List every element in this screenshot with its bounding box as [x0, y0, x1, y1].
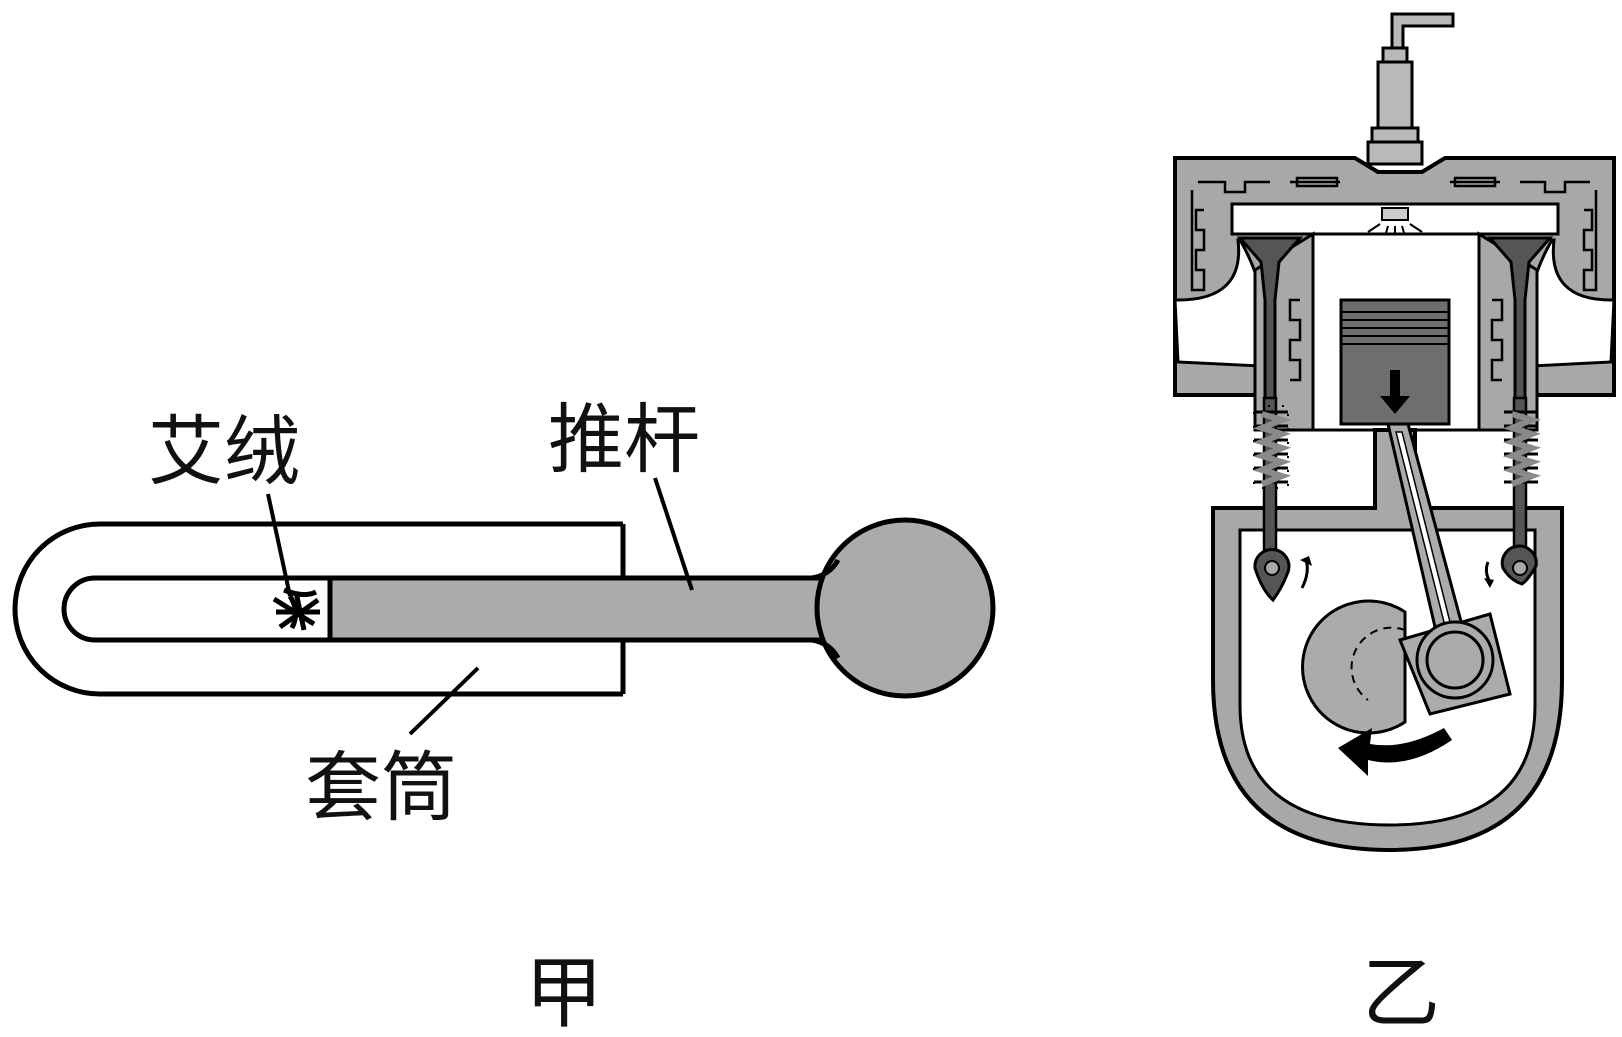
- rotation-arrow: [1338, 728, 1452, 776]
- fire-syringe-figure: 艾绒 推杆 套筒 甲: [12, 395, 996, 1037]
- push-rod-leader-line: [653, 477, 694, 591]
- moxa-tuft: [272, 587, 320, 631]
- exhaust-valve: [1486, 236, 1554, 560]
- sleeve-inner-bore: [61, 575, 330, 643]
- push-rod-knob-fillet: [811, 558, 841, 581]
- head-cooling-passages: [1190, 176, 1598, 292]
- push-rod: [327, 575, 833, 643]
- push-rod-knob-fillet-lower: [811, 637, 841, 660]
- cylinder-wall-fins: [1288, 298, 1504, 382]
- crank-pin-inner: [1425, 630, 1485, 690]
- intake-cam: [1253, 548, 1312, 603]
- exhaust-cam: [1484, 544, 1538, 588]
- piston-rings: [1341, 311, 1449, 345]
- figure-b-caption: 乙: [1362, 949, 1440, 1037]
- sleeve-leader-line: [408, 666, 480, 736]
- push-rod-label: 推杆: [548, 395, 700, 484]
- spark-plug: [1366, 12, 1455, 166]
- push-rod-knob-joint: [826, 581, 838, 637]
- push-rod-knob: [814, 517, 996, 699]
- engine-figure: 乙: [1173, 12, 1616, 1037]
- crank-disk-hidden-edge: [1350, 626, 1406, 701]
- piston-down-arrow: [1380, 370, 1410, 414]
- moxa-leader-line: [266, 493, 292, 597]
- moxa-label: 艾绒: [148, 407, 300, 496]
- sleeve-label: 套筒: [305, 743, 457, 832]
- figure-a-caption: 甲: [525, 949, 603, 1037]
